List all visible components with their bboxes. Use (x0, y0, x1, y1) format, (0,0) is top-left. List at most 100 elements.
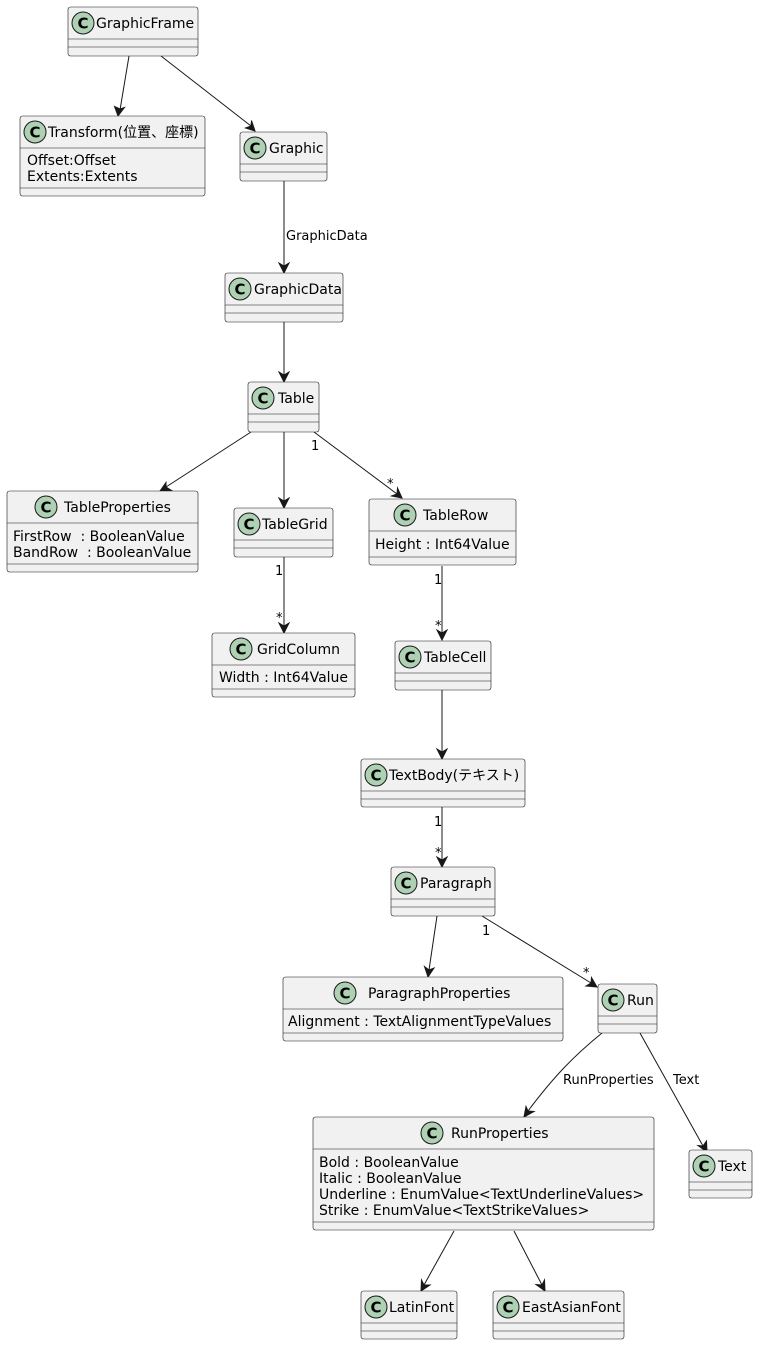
arrowhead (696, 1139, 708, 1154)
arrowhead (277, 261, 291, 275)
class-attribute: Strike : EnumValue<TextStrikeValues> (319, 1203, 589, 1219)
class-tableproperties[interactable]: C TableProperties FirstRow : BooleanValu… (6, 490, 199, 573)
class-attribute: Width : Int64Value (219, 670, 348, 686)
arrowhead (420, 1278, 432, 1292)
class-run[interactable]: C Run (597, 983, 658, 1034)
class-tablegrid[interactable]: C TableGrid (233, 507, 334, 558)
class-stereotype-icon (394, 871, 418, 895)
class-attribute: Bold : BooleanValue (319, 1155, 459, 1171)
class-name: TextBody(テキスト) (388, 768, 519, 784)
class-name: Paragraph (420, 876, 492, 892)
edge-label-runproperties: RunProperties (563, 1073, 654, 1088)
class-graphicdata[interactable]: C GraphicData (224, 272, 344, 323)
edge-run-text (639, 1032, 704, 1147)
multiplicity-tablerow-source: 1 (434, 573, 442, 588)
svg-text:C: C (77, 15, 88, 33)
edge-table-tableproperties (165, 431, 252, 488)
class-name: Transform(位置、座標) (47, 125, 199, 141)
class-attribute: Alignment : TextAlignmentTypeValues (288, 1014, 551, 1030)
class-paragraph[interactable]: C Paragraph (390, 866, 496, 917)
class-paragraphproperties[interactable]: C ParagraphProperties Alignment : TextAl… (282, 976, 564, 1042)
class-eastasianfont[interactable]: C EastAsianFont (492, 1290, 625, 1340)
arrowhead (423, 965, 436, 979)
edge-labels: GraphicData 1 * 1 * 1 * 1 * 1 * RunPrope… (275, 229, 699, 1088)
multiplicity-run-target: * (583, 966, 590, 981)
svg-text:C: C (426, 1125, 437, 1143)
svg-text:C: C (698, 1158, 709, 1176)
class-name: Table (277, 391, 314, 407)
class-stereotype-icon (251, 386, 275, 410)
multiplicity-paragraph-target: * (435, 846, 442, 861)
class-stereotype-icon (23, 120, 47, 144)
edge-runproperties-latinfont (423, 1230, 455, 1286)
svg-text:C: C (502, 1299, 513, 1317)
class-tablerow[interactable]: C TableRow Height : Int64Value (368, 498, 517, 566)
class-attribute: Offset:Offset (27, 153, 116, 169)
arrowhead (159, 480, 174, 492)
multiplicity-paragraph-source: 1 (482, 924, 490, 939)
class-stereotype-icon (237, 512, 261, 536)
edge-graphicframe-transform (119, 55, 130, 111)
class-stereotype-icon (692, 1154, 716, 1178)
multiplicity-tablegrid-source: 1 (275, 564, 283, 579)
svg-text:C: C (257, 390, 268, 408)
svg-text:C: C (249, 140, 260, 158)
class-attribute: FirstRow : BooleanValue (13, 529, 185, 545)
class-stereotype-icon (398, 645, 422, 669)
class-stereotype-icon (496, 1295, 520, 1319)
class-latinfont[interactable]: C LatinFont (360, 1290, 458, 1340)
class-name: TableRow (422, 508, 488, 524)
class-graphicframe[interactable]: C GraphicFrame (67, 6, 199, 57)
class-stereotype-icon (420, 1121, 444, 1145)
svg-text:C: C (399, 507, 410, 525)
edges (113, 55, 708, 1293)
class-stereotype-icon (229, 637, 253, 661)
class-attribute: BandRow : BooleanValue (13, 545, 191, 561)
class-table[interactable]: C Table (247, 381, 320, 433)
class-stereotype-icon (228, 277, 252, 301)
class-name: ParagraphProperties (368, 986, 510, 1002)
class-stereotype-icon (601, 988, 625, 1012)
edge-graphicframe-graphic (160, 55, 252, 127)
edge-table-tablerow (313, 431, 398, 495)
class-attribute: Underline : EnumValue<TextUnderlineValue… (319, 1187, 644, 1203)
class-stereotype-icon (364, 763, 388, 787)
edge-run-runproperties (527, 1032, 603, 1112)
edge-runproperties-eastasianfont (513, 1230, 543, 1286)
class-tablecell[interactable]: C TableCell (394, 640, 492, 691)
class-stereotype-icon (364, 1295, 388, 1319)
class-attribute: Extents:Extents (27, 169, 138, 185)
class-stereotype-icon (34, 495, 58, 519)
arrowhead (584, 975, 598, 988)
class-textbody[interactable]: C TextBody(テキスト) (360, 758, 526, 808)
class-runproperties[interactable]: C RunProperties Bold : BooleanValue Ital… (312, 1116, 655, 1231)
class-stereotype-icon (243, 136, 267, 160)
svg-text:C: C (370, 1299, 381, 1317)
multiplicity-tablerow-target: * (387, 477, 394, 492)
svg-text:C: C (404, 649, 415, 667)
class-gridcolumn[interactable]: C GridColumn Width : Int64Value (211, 632, 356, 698)
arrowhead (277, 496, 291, 510)
svg-text:C: C (40, 499, 51, 517)
class-transform[interactable]: C Transform(位置、座標) Offset:Offset Extents… (19, 115, 206, 197)
class-name: EastAsianFont (522, 1300, 621, 1316)
class-text[interactable]: C Text (688, 1149, 753, 1199)
arrowhead (435, 747, 449, 761)
class-name: GraphicData (254, 282, 342, 298)
svg-text:C: C (29, 124, 40, 142)
class-graphic[interactable]: C Graphic (239, 131, 328, 182)
class-name: Graphic (269, 141, 324, 157)
arrowhead (523, 1104, 536, 1118)
class-name: GraphicFrame (96, 16, 194, 32)
edge-paragraph-paragraphproperties (428, 915, 438, 971)
class-attribute: Height : Int64Value (375, 537, 510, 553)
arrowhead (534, 1278, 546, 1293)
arrowhead (243, 120, 256, 132)
svg-text:C: C (235, 641, 246, 659)
svg-text:C: C (370, 767, 381, 785)
arrowhead (113, 105, 126, 118)
svg-text:C: C (607, 992, 618, 1010)
svg-text:C: C (400, 875, 411, 893)
class-stereotype-icon (393, 503, 417, 527)
